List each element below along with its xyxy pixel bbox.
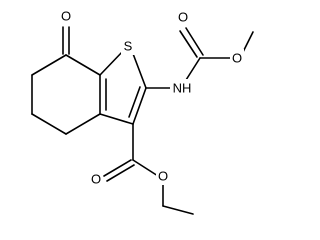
thiophene-ring (99, 49, 147, 125)
atom-sulfur: S (124, 39, 133, 54)
bond-ch2-ch3 (162, 205, 194, 215)
ketone-group (62, 26, 70, 55)
bond-c5-c4 (31, 113, 67, 135)
atom-amine-nh: NH (173, 81, 192, 96)
bond-c3-c3a (99, 113, 134, 125)
bond-c2-c3 (132, 87, 147, 125)
cyclohexenone-ring (31, 54, 107, 135)
bond-c7a-s (99, 49, 125, 76)
ethyl-ester-group (103, 123, 194, 215)
atom-ester-ether-oxygen: O (158, 169, 168, 184)
bond-ester-c-o-double-b (106, 164, 135, 182)
bond-ester-c-o-double-a (103, 159, 132, 177)
bond-ester-c-o-ether (132, 159, 159, 177)
bond-c2-c3-double (128, 86, 141, 118)
atom-ketone-oxygen: O (61, 9, 71, 24)
carbamate-group (145, 27, 254, 89)
bond-c-o-double-a (179, 30, 198, 58)
atom-carbamate-ether-oxygen: O (232, 51, 242, 66)
bond-nh-c (185, 57, 201, 81)
bond-c7-c7a (65, 54, 101, 76)
bond-s-c2 (131, 50, 147, 89)
bond-c-o-double-b (185, 27, 204, 56)
atom-carbamate-carbonyl-oxygen: O (178, 10, 188, 25)
chemical-structure-diagram: O S NH O O O O (31, 7, 254, 215)
atom-labels: O S NH O O O O (59, 7, 244, 188)
atom-ester-carbonyl-oxygen: O (91, 172, 101, 187)
bond-c7-c6 (31, 54, 67, 76)
bond-o-methyl (242, 31, 254, 53)
bond-c4-c3a (65, 113, 101, 135)
